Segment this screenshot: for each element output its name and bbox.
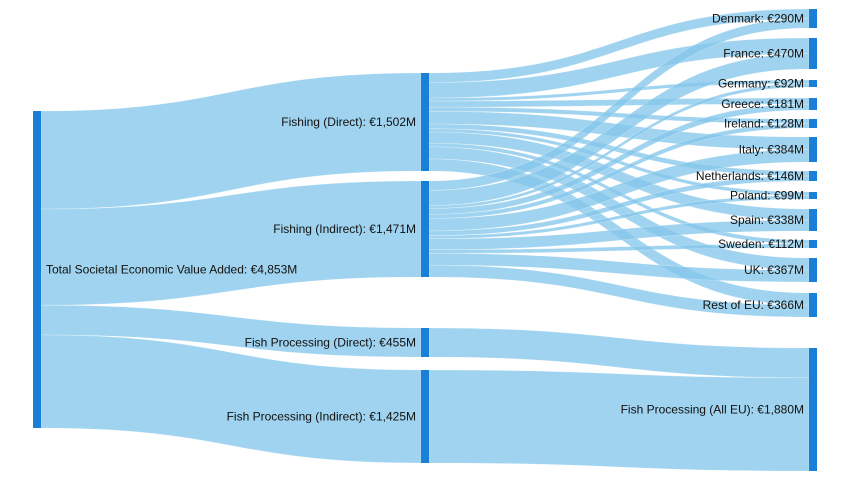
node-rest_eu bbox=[809, 293, 817, 317]
node-netherlands bbox=[809, 171, 817, 181]
node-label-france: France: €470M bbox=[723, 47, 804, 61]
node-proc_all bbox=[809, 348, 817, 471]
node-germany bbox=[809, 80, 817, 87]
node-label-spain: Spain: €338M bbox=[730, 213, 804, 227]
node-label-fish_i: Fishing (Indirect): €1,471M bbox=[273, 222, 416, 236]
node-proc_d bbox=[421, 328, 429, 357]
node-fish_i bbox=[421, 181, 429, 277]
node-label-germany: Germany: €92M bbox=[718, 77, 804, 91]
sankey-labels: Total Societal Economic Value Added: €4,… bbox=[46, 12, 804, 424]
node-total bbox=[33, 111, 41, 428]
node-ireland bbox=[809, 119, 817, 128]
node-label-proc_d: Fish Processing (Direct): €455M bbox=[245, 336, 416, 350]
node-proc_i bbox=[421, 370, 429, 463]
node-label-italy: Italy: €384M bbox=[739, 143, 804, 157]
node-label-netherlands: Netherlands: €146M bbox=[696, 169, 804, 183]
node-label-sweden: Sweden: €112M bbox=[718, 237, 804, 251]
node-sweden bbox=[809, 240, 817, 248]
node-denmark bbox=[809, 9, 817, 28]
link-proc_i-to-proc_all bbox=[428, 369, 810, 472]
node-italy bbox=[809, 137, 817, 162]
node-label-uk: UK: €367M bbox=[744, 263, 804, 277]
node-poland bbox=[809, 192, 817, 199]
node-label-rest_eu: Rest of EU: €366M bbox=[703, 298, 804, 312]
node-label-greece: Greece: €181M bbox=[721, 97, 804, 111]
node-label-poland: Poland: €99M bbox=[730, 189, 804, 203]
node-uk bbox=[809, 258, 817, 282]
node-label-denmark: Denmark: €290M bbox=[712, 12, 804, 26]
node-greece bbox=[809, 98, 817, 110]
node-label-ireland: Ireland: €128M bbox=[724, 117, 804, 131]
node-fish_d bbox=[421, 73, 429, 171]
node-label-total: Total Societal Economic Value Added: €4,… bbox=[46, 263, 297, 277]
node-label-proc_all: Fish Processing (All EU): €1,880M bbox=[621, 403, 804, 417]
node-spain bbox=[809, 209, 817, 231]
node-france bbox=[809, 38, 817, 69]
node-label-fish_d: Fishing (Direct): €1,502M bbox=[281, 115, 416, 129]
sankey-nodes bbox=[33, 9, 817, 471]
node-label-proc_i: Fish Processing (Indirect): €1,425M bbox=[227, 410, 416, 424]
